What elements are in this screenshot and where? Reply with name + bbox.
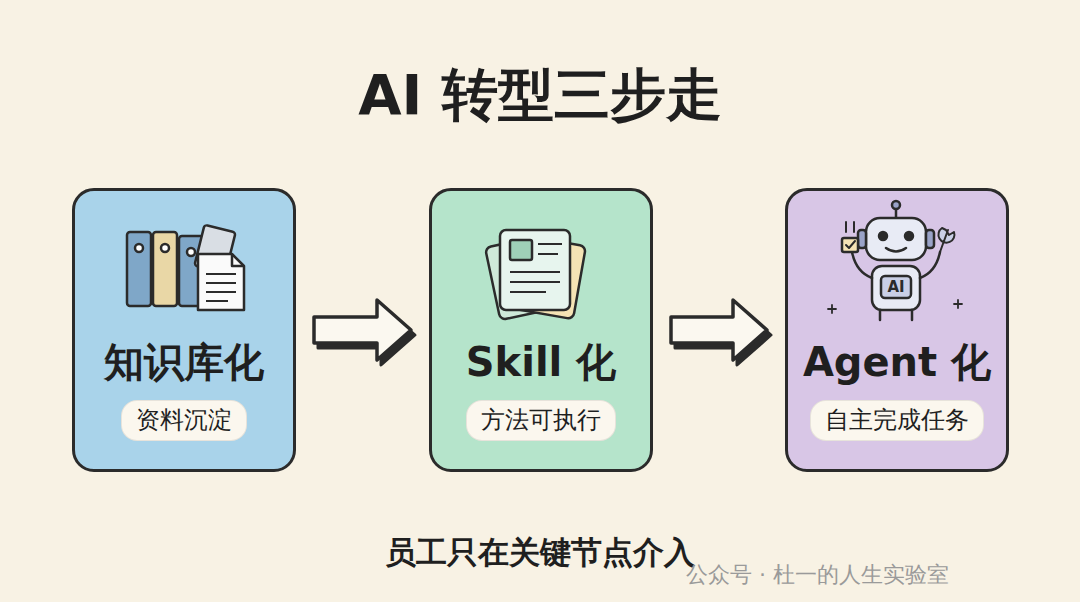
block-arrow bbox=[671, 300, 771, 365]
block-arrow bbox=[314, 300, 415, 365]
diagram-title: AI 转型三步走 bbox=[0, 58, 1080, 134]
robot-icon bbox=[828, 201, 962, 320]
step-subtitle: 资料沉淀 bbox=[121, 400, 247, 441]
folder-icon bbox=[127, 225, 244, 310]
step-box: 知识库化资料沉淀 bbox=[72, 188, 296, 472]
step-box: Skill 化方法可执行 bbox=[429, 188, 653, 472]
step-box: Agent 化自主完成任务 bbox=[785, 188, 1009, 472]
step-title: 知识库化 bbox=[104, 338, 264, 386]
step-title: Skill 化 bbox=[466, 338, 616, 386]
robot-chest-label: AI bbox=[887, 278, 904, 296]
step-subtitle: 自主完成任务 bbox=[810, 400, 984, 441]
step-title: Agent 化 bbox=[803, 338, 991, 386]
step-subtitle: 方法可执行 bbox=[466, 400, 616, 441]
watermark: 公众号 · 杜一的人生实验室 bbox=[686, 560, 949, 590]
card-icon bbox=[485, 230, 586, 320]
